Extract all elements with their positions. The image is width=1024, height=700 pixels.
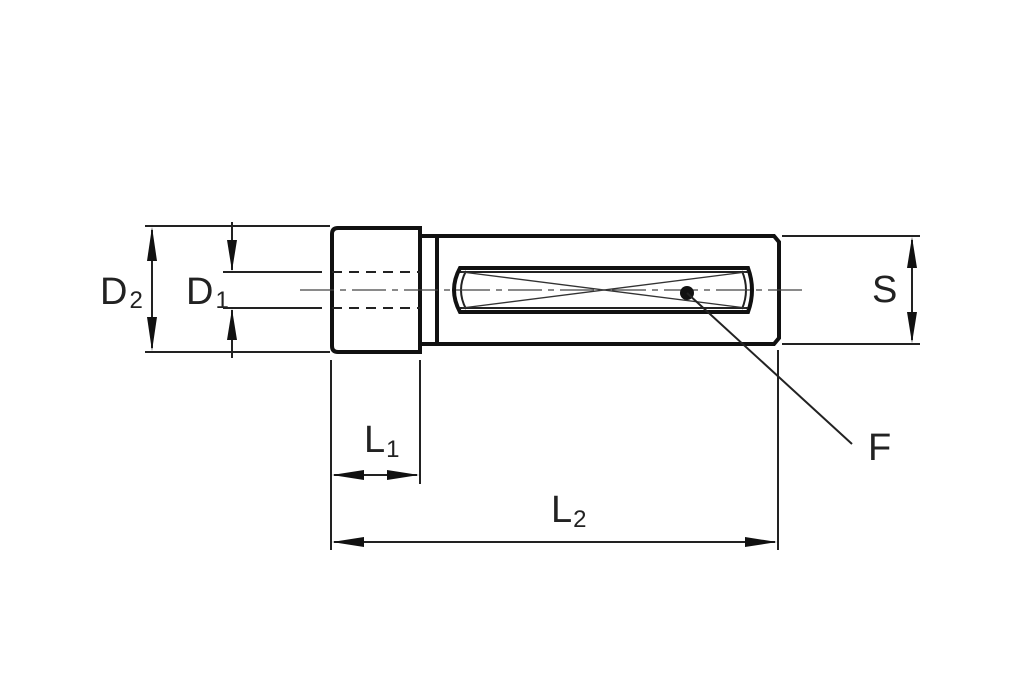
l2-arrow-left [332,537,364,547]
shank-outline [435,234,781,346]
head-outline [330,226,422,354]
d1-arrow-top [227,240,237,271]
s-arrow-bottom [907,312,917,343]
d1-arrow-bottom [227,309,237,340]
l1-arrow-left [332,470,364,480]
f-label: F [868,427,891,469]
s-arrow-top [907,237,917,268]
d2-arrow-bottom [147,317,157,351]
l2-label: L2 [551,489,587,533]
d2-label: D2 [100,271,143,314]
l2-arrow-right [745,537,777,547]
d1-label: D1 [186,271,229,314]
l1-label: L1 [364,419,400,463]
s-label: S [872,269,897,311]
flat-outline [452,266,754,314]
f-leader-line [686,292,853,445]
l1-arrow-right [387,470,419,480]
d2-arrow-top [147,227,157,261]
